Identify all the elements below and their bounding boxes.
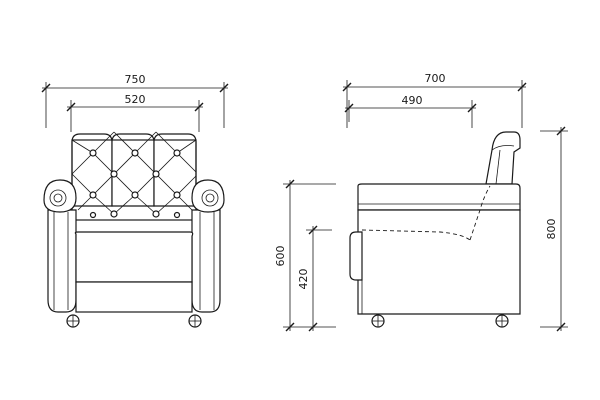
dimension-label-420: 420 [297,269,310,290]
dimension-overall-depth: 700 [342,72,527,128]
dimension-label-700: 700 [425,72,446,85]
front-casters [66,314,202,328]
dimension-label-600: 600 [274,246,287,267]
side-view: 700 490 600 420 [274,72,568,332]
front-backrest [71,131,197,221]
dimension-arm-height: 600 [274,179,336,332]
dimension-seat-width: 520 [66,93,204,132]
dimension-seat-depth: 490 [344,94,477,128]
front-right-arm [191,179,225,313]
dimension-label-490: 490 [402,94,423,107]
dimension-overall-height: 800 [540,126,568,332]
front-seat [74,231,194,313]
side-armrest [357,183,521,211]
dimension-seat-height: 420 [297,225,332,332]
front-left-arm [43,179,77,313]
side-backrest [485,131,521,185]
dimension-overall-width: 750 [41,73,229,128]
side-body [349,185,521,315]
dimension-label-800: 800 [545,219,558,240]
side-casters [371,314,509,328]
front-view: 750 520 [41,73,229,328]
dimension-label-520: 520 [125,93,146,106]
tufting-buttons [89,149,181,219]
dimension-label-750: 750 [125,73,146,86]
